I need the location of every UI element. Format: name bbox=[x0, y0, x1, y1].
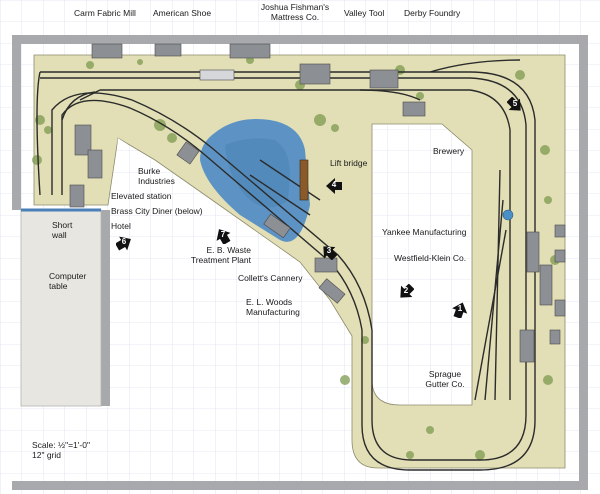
track bbox=[36, 59, 536, 471]
label-el-woods: E. L. Woods Manufacturing bbox=[246, 297, 300, 317]
scale-note: Scale: ½"=1'-0" 12" grid bbox=[32, 440, 90, 460]
label-derby-foundry: Derby Foundry bbox=[404, 8, 461, 18]
elevated-station-building bbox=[87, 149, 103, 179]
view-marker-2: 2 bbox=[398, 283, 415, 300]
fishman-mattress-building bbox=[229, 43, 271, 59]
label-valley-tool: Valley Tool bbox=[344, 8, 385, 18]
label-short-wall: Short wall bbox=[52, 220, 73, 240]
view-marker-3: 3 bbox=[321, 244, 338, 261]
water-tank bbox=[502, 209, 514, 221]
label-eb-waste: E. B. Waste Treatment Plant bbox=[190, 245, 251, 265]
label-american-shoe: American Shoe bbox=[153, 8, 212, 18]
label-brewery: Brewery bbox=[433, 146, 465, 156]
buildings bbox=[69, 43, 566, 363]
burke-industries-building bbox=[176, 141, 200, 165]
american-shoe-building bbox=[154, 43, 182, 57]
view-marker-1: 1 bbox=[452, 302, 468, 319]
valley-tool-building bbox=[299, 63, 331, 85]
label-yankee-manufacturing: Yankee Manufacturing bbox=[382, 227, 467, 237]
room-walls bbox=[12, 35, 588, 490]
computer-table-area bbox=[20, 209, 102, 407]
lift-bridge bbox=[299, 159, 309, 201]
label-elevated-station: Elevated station bbox=[111, 191, 172, 201]
view-marker-7: 7 bbox=[215, 228, 231, 245]
label-sprague-gutter: Sprague Gutter Co. bbox=[425, 369, 465, 389]
el-woods-building bbox=[314, 257, 338, 273]
el-woods-annex bbox=[318, 278, 346, 304]
westfield-klein-building bbox=[539, 264, 553, 306]
label-brass-city-diner: Brass City Diner (below) bbox=[111, 206, 203, 216]
trees-greenery bbox=[32, 56, 560, 460]
label-burke-industries: Burke Industries bbox=[138, 166, 175, 186]
view-marker-6: 6 bbox=[115, 235, 132, 251]
view-marker-5: 5 bbox=[506, 96, 523, 113]
colletts-cannery-building bbox=[263, 213, 291, 239]
label-hotel: Hotel bbox=[111, 221, 131, 231]
label-westfield-klein: Westfield-Klein Co. bbox=[394, 253, 467, 263]
label-colletts-cannery: Collett's Cannery bbox=[238, 273, 303, 283]
brewery-building bbox=[402, 101, 426, 117]
derby-foundry-building bbox=[369, 69, 399, 89]
label-fishman-mattress: Joshua Fishman's Mattress Co. bbox=[260, 2, 330, 22]
sprague-gutter-building bbox=[519, 329, 535, 363]
carm-fabric-mill-building bbox=[91, 43, 123, 59]
view-marker-4: 4 bbox=[326, 178, 342, 194]
label-lift-bridge: Lift bridge bbox=[330, 158, 368, 168]
hotel-building bbox=[69, 184, 85, 208]
scenery-benchwork bbox=[33, 54, 566, 469]
label-carm-fabric-mill: Carm Fabric Mill bbox=[74, 8, 136, 18]
label-computer-table: Computer table bbox=[49, 271, 87, 291]
yankee-manufacturing-building bbox=[526, 231, 540, 273]
